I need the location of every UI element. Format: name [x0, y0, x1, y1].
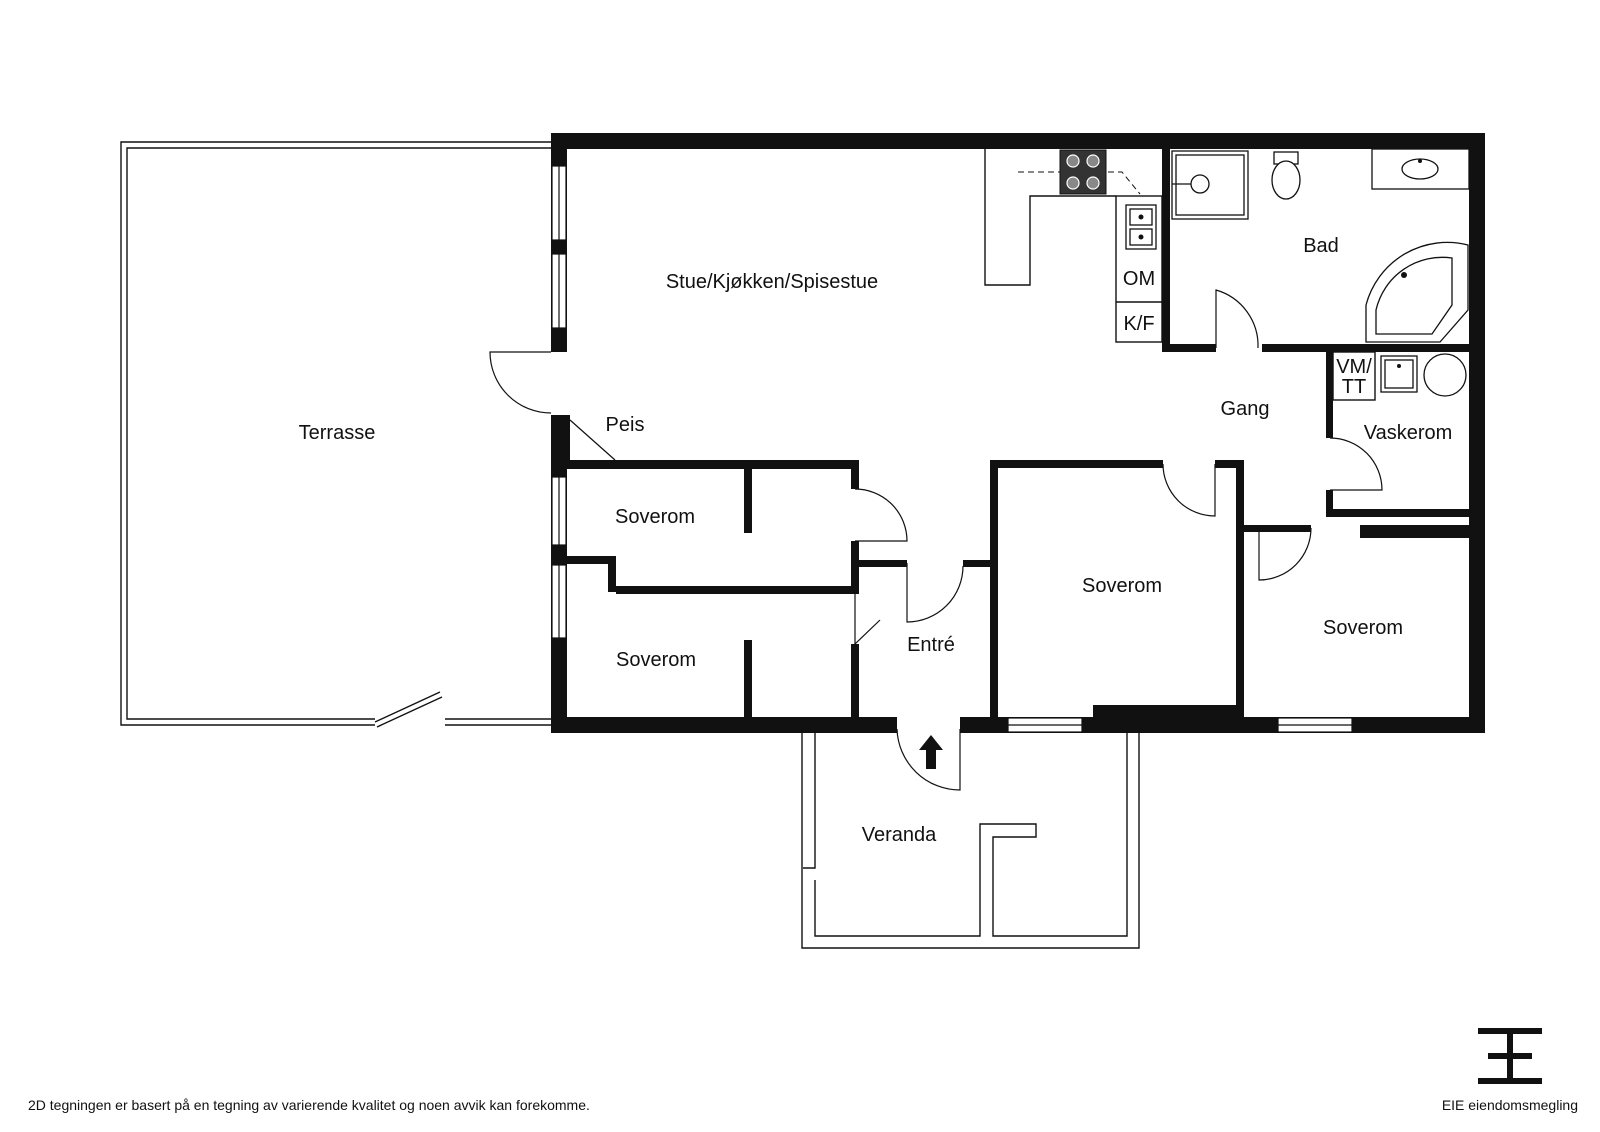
label-soverom-1: Soverom	[615, 506, 695, 528]
shower-icon	[1171, 150, 1249, 220]
bathroom-sink-icon	[1371, 148, 1470, 190]
label-veranda: Veranda	[862, 824, 937, 846]
fireplace-line	[569, 419, 616, 461]
label-soverom-4: Soverom	[1323, 617, 1403, 639]
water-heater-icon	[1423, 353, 1467, 397]
kitchen-fixtures	[984, 149, 1163, 343]
label-terrasse: Terrasse	[299, 422, 376, 444]
label-vmtt-line2: TT	[1342, 376, 1366, 398]
label-soverom-3: Soverom	[1082, 575, 1162, 597]
interior-walls	[567, 149, 1469, 717]
laundry-fixtures	[1332, 351, 1467, 401]
bathtub-icon	[1365, 241, 1469, 343]
brand-name: EIE eiendomsmegling	[1441, 1097, 1578, 1113]
label-stue-kjokken-spisestue: Stue/Kjøkken/Spisestue	[666, 271, 878, 293]
veranda-outline	[801, 733, 1140, 949]
room-labels: Terrasse Stue/Kjøkken/Spisestue Peis Bad…	[299, 235, 1453, 846]
label-om: OM	[1123, 268, 1155, 290]
disclaimer-text: 2D tegningen er basert på en tegning av …	[28, 1097, 590, 1113]
label-vaskerom: Vaskerom	[1364, 422, 1453, 444]
outer-walls	[551, 133, 1485, 733]
label-gang: Gang	[1221, 398, 1270, 420]
terrace-gate	[374, 691, 443, 728]
label-kf: K/F	[1123, 313, 1154, 335]
windows	[551, 165, 1353, 733]
entrance-arrow-icon	[919, 735, 943, 769]
terrace-outline	[120, 141, 551, 728]
label-soverom-2: Soverom	[616, 649, 696, 671]
bathroom-fixtures	[1171, 148, 1470, 343]
laundry-sink-icon	[1380, 355, 1418, 393]
label-vmtt-line1: VM/	[1336, 356, 1372, 378]
doors	[489, 289, 1383, 791]
kitchen-sink-icon	[1125, 204, 1157, 250]
cooktop-icon	[1059, 149, 1107, 195]
toilet-icon	[1271, 151, 1301, 200]
label-entre: Entré	[907, 634, 955, 656]
label-bad: Bad	[1303, 235, 1339, 257]
label-peis: Peis	[606, 414, 645, 436]
eie-logo-icon	[1478, 1028, 1542, 1084]
